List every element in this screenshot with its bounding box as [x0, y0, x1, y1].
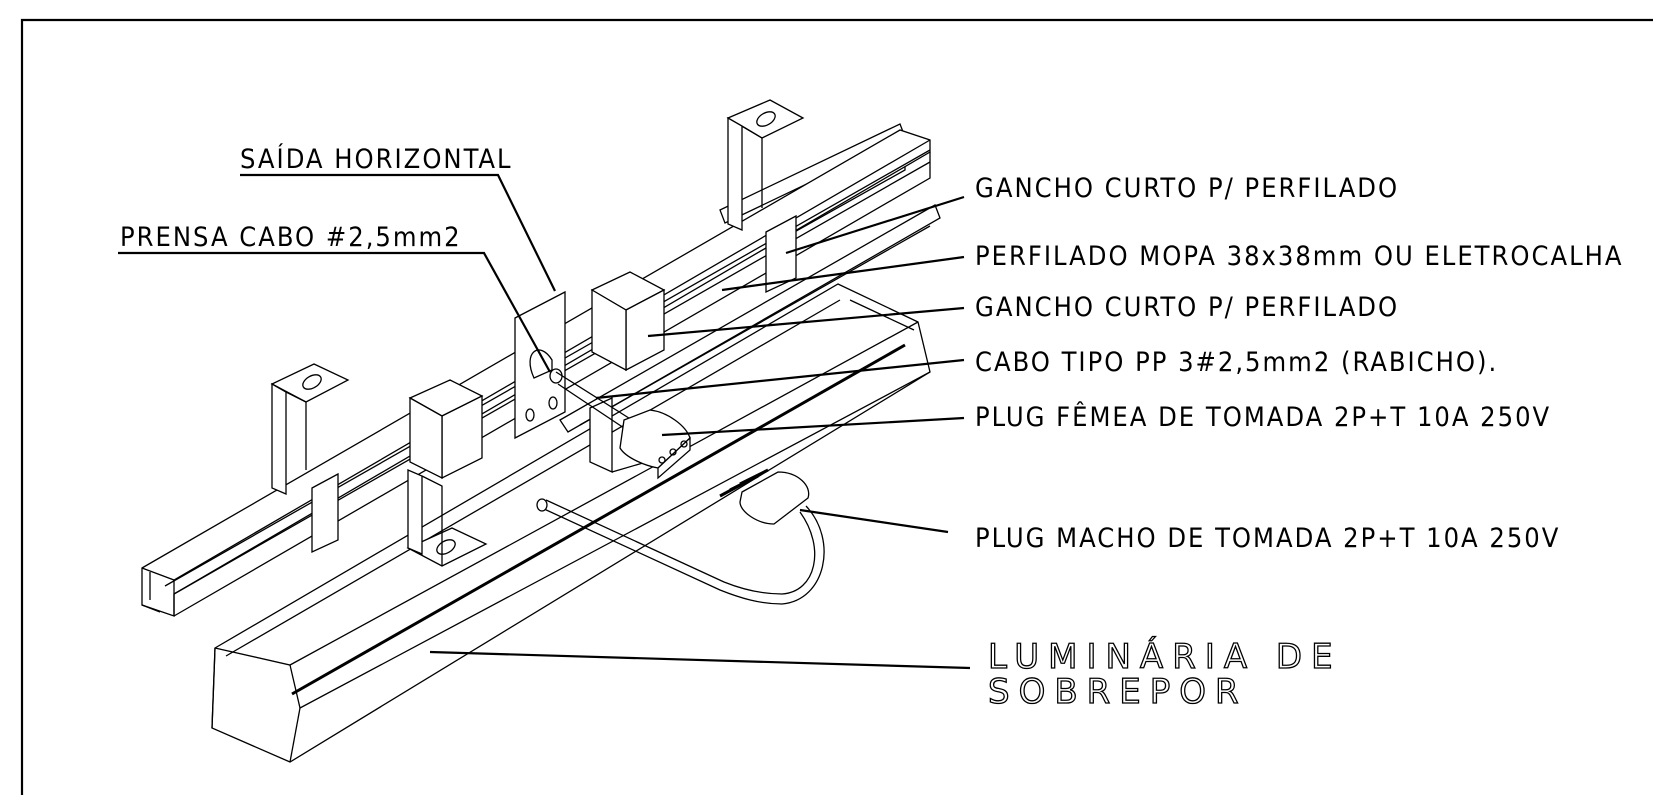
title-luminaria-line2: SOBREPOR — [988, 672, 1248, 712]
gancho-clamp-small-right — [765, 214, 797, 294]
gancho-hook-left — [270, 363, 350, 495]
label-saida-horizontal: SAÍDA HORIZONTAL — [240, 143, 512, 175]
gancho-clamp-small-left — [311, 472, 339, 554]
gancho-hook-right — [726, 99, 805, 231]
label-perfilado: PERFILADO MOPA 38x38mm OU ELETROCALHA — [975, 241, 1623, 272]
cable-pp — [555, 371, 633, 433]
plug-macho — [536, 468, 825, 605]
label-cabo-pp: CABO TIPO PP 3#2,5mm2 (RABICHO). — [975, 347, 1498, 378]
label-plug-femea: PLUG FÊMEA DE TOMADA 2P+T 10A 250V — [975, 401, 1551, 433]
label-prensa-cabo: PRENSA CABO #2,5mm2 — [120, 222, 462, 253]
gancho-clamp-left — [408, 379, 484, 480]
leader-lines — [118, 173, 971, 670]
gancho-hook-bottom — [406, 469, 488, 567]
label-gancho-curto-2: GANCHO CURTO P/ PERFILADO — [975, 292, 1399, 323]
drawing-frame — [20, 18, 1653, 795]
label-plug-macho: PLUG MACHO DE TOMADA 2P+T 10A 250V — [975, 523, 1560, 554]
luminaire — [211, 283, 931, 763]
label-gancho-curto-1: GANCHO CURTO P/ PERFILADO — [975, 173, 1399, 204]
title-luminaria-line1: LUMINÁRIA DE — [988, 636, 1342, 677]
connection-plate — [514, 290, 566, 440]
gancho-clamp-mid — [590, 271, 666, 372]
plug-femea — [619, 409, 691, 480]
